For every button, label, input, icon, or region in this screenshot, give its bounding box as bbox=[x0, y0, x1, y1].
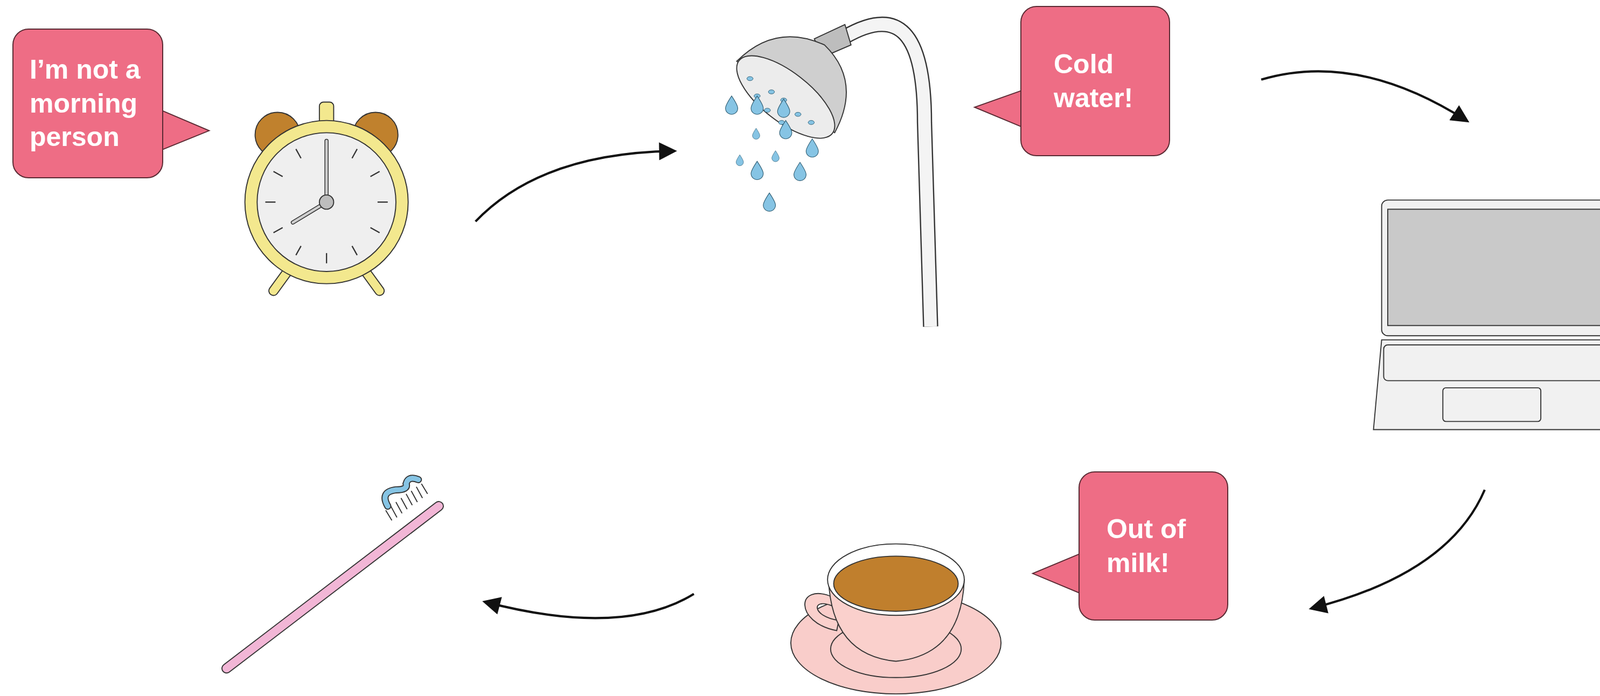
shower bbox=[724, 24, 931, 327]
toothbrush bbox=[226, 478, 439, 669]
bubble-tails bbox=[161, 89, 1082, 595]
laptop bbox=[1373, 199, 1600, 430]
alarm-clock bbox=[245, 102, 409, 291]
bubble-text: Cold water! bbox=[1053, 47, 1148, 115]
speech-bubble: Cold water! bbox=[1020, 5, 1171, 157]
cycle-arrows bbox=[475, 71, 1485, 618]
speech-bubble: Out of milk! bbox=[1078, 471, 1229, 621]
bubble-text: Out of milk! bbox=[1106, 512, 1206, 580]
tea-cup bbox=[790, 544, 1001, 694]
bubble-text: I’m not a morning person bbox=[29, 52, 157, 155]
speech-bubble: I’m not a morning person bbox=[12, 28, 164, 179]
